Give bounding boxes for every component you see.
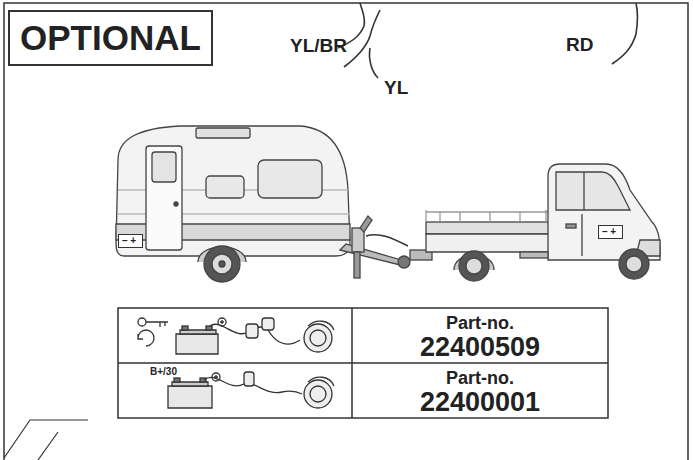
wire-color: RD xyxy=(566,35,593,56)
table-cell: Part-no. xyxy=(352,369,608,389)
table-cell: Part-no. xyxy=(352,314,608,334)
battery-box: – + xyxy=(118,234,143,248)
title-box: OPTIONAL xyxy=(8,10,213,66)
box-text: OPTIONAL xyxy=(20,18,201,58)
part-number: 22400509 xyxy=(352,333,608,363)
box-text: – + xyxy=(602,226,619,238)
part-number: 22400001 xyxy=(352,388,608,418)
battery-box: – + xyxy=(598,225,623,239)
wire-color: YL xyxy=(384,78,408,99)
terminal-label: B+/30 xyxy=(150,366,177,377)
wire-color: YL/BR xyxy=(290,36,347,57)
box-text: – + xyxy=(122,235,139,247)
